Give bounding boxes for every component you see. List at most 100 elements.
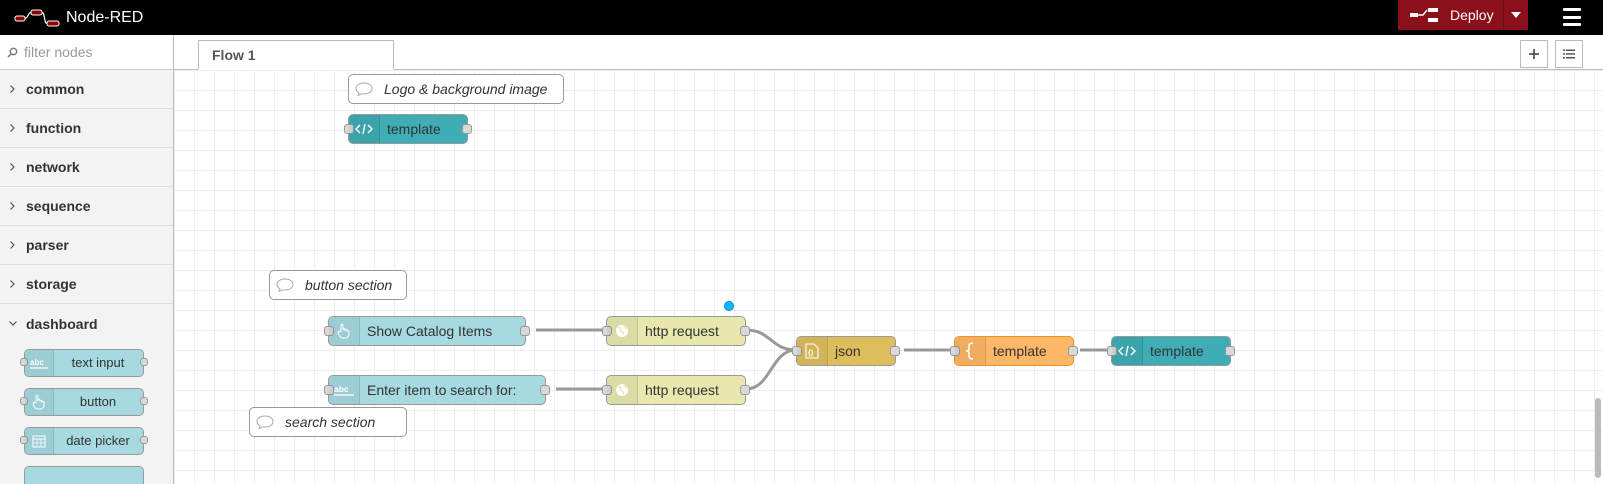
node-label: Enter item to search for: xyxy=(367,382,517,398)
chevron-down-icon xyxy=(8,321,17,326)
output-port[interactable] xyxy=(740,385,750,395)
comment-label: search section xyxy=(285,414,376,430)
node-label: Show Catalog Items xyxy=(367,323,493,339)
output-port[interactable] xyxy=(1225,346,1235,356)
palette-search xyxy=(0,35,173,70)
category-label: storage xyxy=(26,276,77,292)
deploy-button[interactable]: Deploy xyxy=(1398,0,1504,30)
input-port[interactable] xyxy=(1107,346,1117,356)
hamburger-icon-bar xyxy=(1563,8,1581,11)
palette-category-common[interactable]: common xyxy=(0,70,173,109)
input-port[interactable] xyxy=(324,326,334,336)
output-port[interactable] xyxy=(462,124,472,134)
node-palette: common function network sequence parser … xyxy=(0,35,174,484)
flow-node-json[interactable]: {} json xyxy=(792,336,900,366)
palette-category-storage[interactable]: storage xyxy=(0,265,173,304)
wire xyxy=(745,328,797,352)
main-menu-button[interactable] xyxy=(1556,6,1588,28)
chevron-right-icon xyxy=(8,202,17,210)
comment-icon xyxy=(270,271,300,299)
node-label: http request xyxy=(645,382,719,398)
node-red-logo-icon xyxy=(14,9,60,27)
chevron-right-icon xyxy=(8,163,17,171)
node-label: template xyxy=(387,121,441,137)
flow-node-ui-template-top[interactable]: template xyxy=(344,114,472,144)
category-label: sequence xyxy=(26,198,91,214)
output-port[interactable] xyxy=(740,326,750,336)
palette-category-parser[interactable]: parser xyxy=(0,226,173,265)
comment-node-search-section[interactable]: search section xyxy=(249,407,407,437)
code-icon xyxy=(349,115,380,143)
palette-category-dashboard[interactable]: dashboard xyxy=(0,304,173,343)
palette-node-button[interactable]: button xyxy=(20,388,148,416)
flow-canvas[interactable]: Logo & background image button section s… xyxy=(174,70,1603,484)
output-port[interactable] xyxy=(540,385,550,395)
node-label: http request xyxy=(645,323,719,339)
node-label: template xyxy=(993,343,1047,359)
flow-node-ui-button[interactable]: Show Catalog Items xyxy=(324,316,530,346)
output-port[interactable] xyxy=(520,326,530,336)
comment-node-logo[interactable]: Logo & background image xyxy=(348,74,564,104)
calendar-icon xyxy=(25,428,54,454)
plus-icon xyxy=(1529,49,1539,59)
abc-icon: abc xyxy=(329,376,360,404)
flow-node-ui-template-final[interactable]: template xyxy=(1107,336,1235,366)
node-label: json xyxy=(835,343,861,359)
chevron-right-icon xyxy=(8,124,17,132)
node-changed-indicator xyxy=(724,301,734,311)
flow-wires xyxy=(536,328,1116,391)
list-flows-button[interactable] xyxy=(1555,40,1583,68)
svg-text:abc: abc xyxy=(334,384,349,394)
deploy-options-button[interactable] xyxy=(1504,12,1528,18)
flow-node-http-request-1[interactable]: http request xyxy=(602,316,750,346)
input-port[interactable] xyxy=(602,326,612,336)
palette-node-label: date picker xyxy=(66,433,130,448)
add-flow-button[interactable] xyxy=(1520,40,1548,68)
flow-node-template[interactable]: template xyxy=(950,336,1078,366)
output-port[interactable] xyxy=(1068,346,1078,356)
input-port[interactable] xyxy=(950,346,960,356)
comment-node-button-section[interactable]: button section xyxy=(269,270,407,300)
comment-icon xyxy=(349,75,379,103)
comment-label: Logo & background image xyxy=(384,81,548,97)
canvas-vertical-scrollbar[interactable] xyxy=(1595,398,1601,478)
globe-icon xyxy=(607,376,638,404)
palette-category-function[interactable]: function xyxy=(0,109,173,148)
output-port[interactable] xyxy=(890,346,900,356)
palette-node-text-input[interactable]: abc text input xyxy=(20,349,148,377)
input-port[interactable] xyxy=(344,124,354,134)
input-port[interactable] xyxy=(324,385,334,395)
comment-icon xyxy=(250,408,280,436)
svg-text:{}: {} xyxy=(808,350,814,357)
palette-category-sequence[interactable]: sequence xyxy=(0,187,173,226)
node-label: template xyxy=(1150,343,1204,359)
chevron-right-icon xyxy=(8,85,17,93)
input-port[interactable] xyxy=(602,385,612,395)
output-port xyxy=(140,436,148,444)
category-label: parser xyxy=(26,237,69,253)
deploy-icon xyxy=(1410,8,1438,22)
curly-brace-icon xyxy=(955,337,986,365)
workspace-tab-bar: Flow 1 xyxy=(174,35,1603,70)
globe-icon xyxy=(607,317,638,345)
category-label: common xyxy=(26,81,85,97)
palette-node-partial[interactable] xyxy=(24,466,144,484)
filter-nodes-input[interactable] xyxy=(22,43,166,61)
category-label: network xyxy=(26,159,80,175)
palette-category-network[interactable]: network xyxy=(0,148,173,187)
json-file-icon: {} xyxy=(797,337,828,365)
dashboard-node-list: abc text input button date picker xyxy=(0,343,173,484)
svg-text:abc: abc xyxy=(30,358,44,367)
category-label: function xyxy=(26,120,82,136)
category-label: dashboard xyxy=(26,315,98,332)
app-logo[interactable]: Node-RED xyxy=(14,6,143,30)
palette-node-label: button xyxy=(79,394,117,409)
search-icon xyxy=(7,47,18,58)
chevron-right-icon xyxy=(8,280,17,288)
input-port[interactable] xyxy=(792,346,802,356)
palette-node-date-picker[interactable]: date picker xyxy=(20,427,148,455)
flow-node-ui-text-input[interactable]: abc Enter item to search for: xyxy=(324,375,550,405)
code-icon xyxy=(1112,337,1143,365)
flow-node-http-request-2[interactable]: http request xyxy=(602,375,750,405)
tab-flow-1[interactable]: Flow 1 xyxy=(198,40,394,70)
